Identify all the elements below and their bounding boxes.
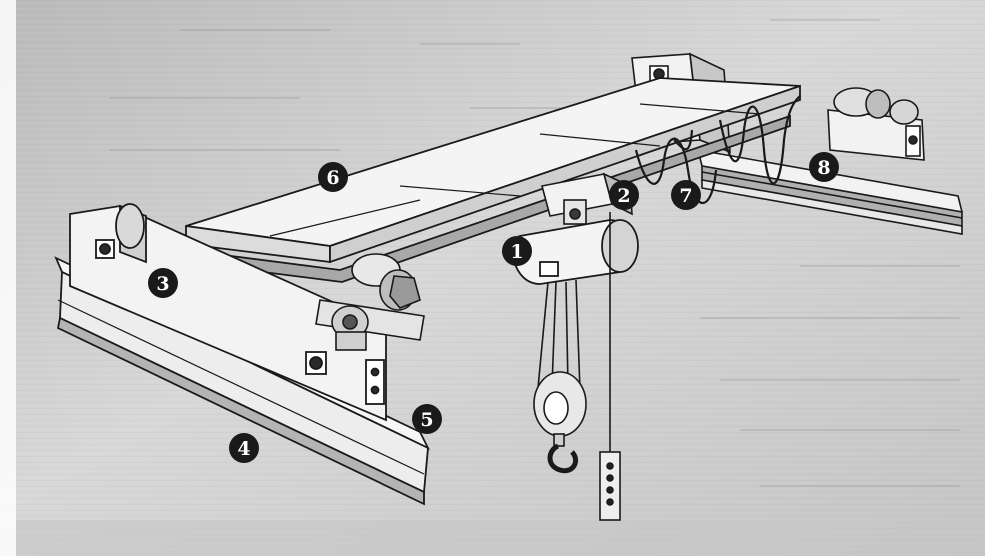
callout-8: 8 (809, 152, 839, 182)
bleed-through-lines (110, 19, 960, 487)
hook-assembly (533, 279, 587, 474)
left-end-truck (69, 203, 387, 422)
bottom-band (16, 520, 985, 556)
callout-2-label: 2 (617, 185, 630, 207)
hoist (511, 219, 639, 285)
callout-1-label: 1 (510, 241, 523, 263)
callout-4: 4 (229, 433, 259, 463)
callout-4-label: 4 (237, 438, 250, 460)
callout-7: 7 (671, 180, 701, 210)
callout-6-label: 6 (326, 167, 339, 189)
callout-5: 5 (412, 404, 442, 434)
left-margin (0, 0, 16, 556)
festoon-cable (634, 95, 801, 204)
callout-1: 1 (502, 236, 532, 266)
callout-6: 6 (318, 162, 348, 192)
callout-3-label: 3 (156, 273, 169, 295)
callout-2: 2 (609, 180, 639, 210)
callout-7-label: 7 (679, 185, 692, 207)
left-drive-motor (315, 253, 425, 351)
pendant-control (599, 212, 621, 521)
callout-8-label: 8 (817, 157, 830, 179)
callout-5-label: 5 (420, 409, 433, 431)
callout-3: 3 (148, 268, 178, 298)
right-runway-beam (696, 148, 964, 235)
